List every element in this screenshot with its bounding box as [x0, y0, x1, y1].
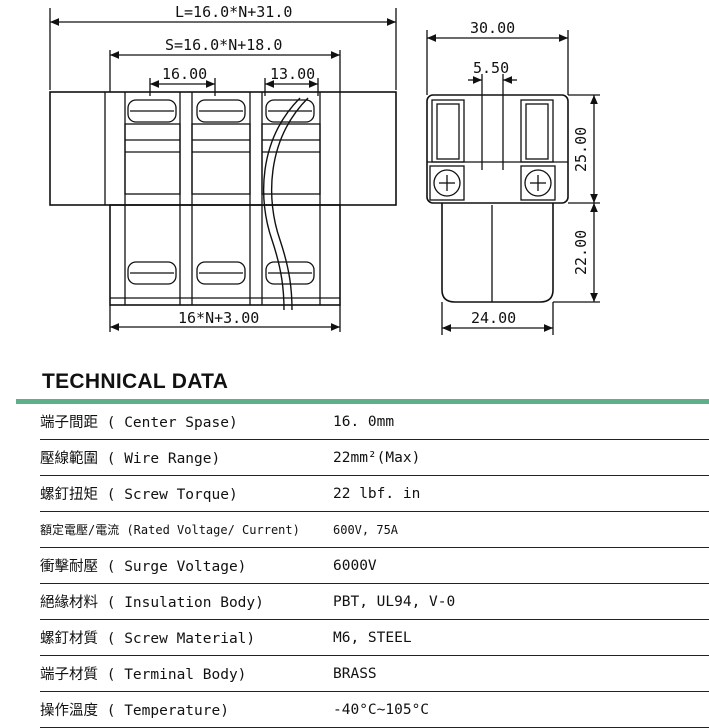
dim-span-length: S=16.0*N+18.0: [165, 36, 282, 54]
spec-row-screw-material: 螺釘材質 ( Screw Material) M6, STEEL: [40, 620, 709, 656]
spec-value: PBT, UL94, V-0: [333, 593, 456, 610]
spec-value: 16. 0mm: [333, 413, 395, 430]
spec-row-surge-voltage: 衝擊耐壓 ( Surge Voltage) 6000V: [40, 548, 709, 584]
spec-row-temperature: 操作溫度 ( Temperature) -40°C~105°C: [40, 692, 709, 728]
spec-row-terminal-body: 端子材質 ( Terminal Body) BRASS: [40, 656, 709, 692]
heading-accent-bar: [16, 399, 709, 404]
dim-overall-length: L=16.0*N+31.0: [175, 3, 292, 21]
spec-row-insulation-body: 絕緣材料 ( Insulation Body) PBT, UL94, V-0: [40, 584, 709, 620]
technical-drawing: L=16.0*N+31.0 S=16.0*N+18.0 16.00 13.00 …: [49, 3, 600, 335]
screw-upper-1: [124, 99, 181, 195]
spec-value: 22 lbf. in: [333, 485, 421, 502]
spec-value: BRASS: [333, 665, 377, 682]
spec-label: 操作溫度 ( Temperature): [40, 703, 229, 719]
screw-lower-1: [127, 261, 177, 285]
spec-value: 6000V: [333, 557, 377, 574]
dim-pitch-right: 13.00: [270, 65, 315, 83]
front-view: [49, 8, 397, 332]
spec-label: 額定電壓/電流 (Rated Voltage/ Current): [40, 523, 300, 537]
dim-pitch-left: 16.00: [162, 65, 207, 83]
spec-row-screw-torque: 螺釘扭矩 ( Screw Torque) 22 lbf. in: [40, 476, 709, 512]
dim-width-top: 30.00: [470, 19, 515, 37]
spec-label: 壓線範圍 ( Wire Range): [40, 451, 221, 467]
screw-upper-3: [261, 99, 321, 195]
spec-row-wire-range: 壓線範圍 ( Wire Range) 22mm²(Max): [40, 440, 709, 476]
spec-label: 衝擊耐壓 ( Surge Voltage): [40, 559, 247, 575]
dim-slot-width: 5.50: [473, 59, 509, 77]
dim-bottom-length: 16*N+3.00: [178, 309, 259, 327]
spec-label: 螺釘材質 ( Screw Material): [40, 631, 256, 647]
screw-upper-2: [191, 99, 251, 195]
spec-value: 22mm²(Max): [333, 449, 421, 466]
spec-label: 端子材質 ( Terminal Body): [40, 667, 247, 683]
screw-lower-2: [196, 261, 246, 285]
spec-row-rated-voltage: 額定電壓/電流 (Rated Voltage/ Current) 600V, 7…: [40, 512, 709, 548]
dim-width-bottom: 24.00: [471, 309, 516, 327]
spec-value: 600V, 75A: [333, 522, 399, 537]
dim-upper-height: 25.00: [572, 127, 590, 172]
spec-value: M6, STEEL: [333, 629, 412, 646]
spec-table: 端子間距 ( Center Spase) 16. 0mm 壓線範圍 ( Wire…: [40, 404, 709, 728]
spec-value: -40°C~105°C: [333, 701, 430, 718]
spec-label: 端子間距 ( Center Spase): [40, 415, 238, 431]
technical-data-heading: TECHNICAL DATA: [42, 370, 229, 393]
dim-lower-height: 22.00: [572, 230, 590, 275]
spec-label: 絕緣材料 ( Insulation Body): [40, 595, 264, 611]
side-view: [426, 30, 600, 335]
spec-label: 螺釘扭矩 ( Screw Torque): [40, 487, 238, 503]
spec-row-center-space: 端子間距 ( Center Spase) 16. 0mm: [40, 404, 709, 440]
